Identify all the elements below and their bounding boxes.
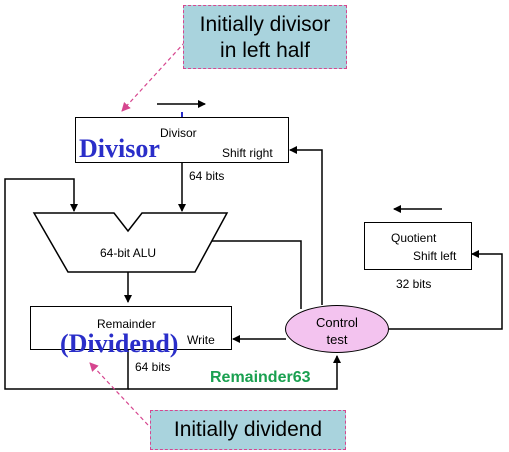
control-test: Control test: [285, 305, 389, 353]
top-callout-line2: in left half: [220, 39, 310, 62]
top-callout-pointer: [121, 41, 186, 112]
quotient-register: Quotient Shift left: [364, 222, 472, 270]
remainder-width-label: 64 bits: [135, 360, 171, 374]
remainder-action: Write: [187, 333, 215, 347]
quotient-name: Quotient: [391, 231, 437, 245]
alu-label: 64-bit ALU: [100, 246, 157, 260]
remainder-name: Remainder: [97, 317, 156, 331]
divisor-name: Divisor: [160, 126, 197, 140]
quotient-action: Shift left: [413, 249, 457, 263]
remainder63-wire: [128, 355, 341, 390]
top-callout: Initially divisor in left half: [183, 5, 347, 69]
control-to-quotient-wire: [389, 250, 503, 330]
control-to-divisor-wire: [289, 146, 323, 305]
remainder-overlay-label: (Dividend): [60, 329, 179, 358]
top-callout-line1: Initially divisor: [199, 13, 331, 36]
bottom-callout: Initially dividend: [150, 410, 346, 450]
control-to-alu-wire: [199, 237, 302, 309]
bottom-callout-pointer: [89, 362, 149, 426]
alu-shape: [32, 212, 229, 273]
divisor-width-label: 64 bits: [189, 169, 225, 183]
divisor-overlay-label: Divisor: [79, 134, 160, 163]
remainder-register: Remainder Write: [30, 306, 232, 350]
control-line1: Control: [316, 315, 358, 330]
bottom-callout-text: Initially dividend: [173, 418, 323, 441]
control-line2: test: [326, 332, 348, 347]
remainder63-signal-label: Remainder63: [210, 369, 311, 386]
divisor-action: Shift right: [222, 146, 273, 160]
quotient-width-label: 32 bits: [396, 277, 432, 291]
divisor-register: Divisor Shift right: [75, 117, 289, 163]
remainder-feedback-wire: [4, 178, 129, 390]
